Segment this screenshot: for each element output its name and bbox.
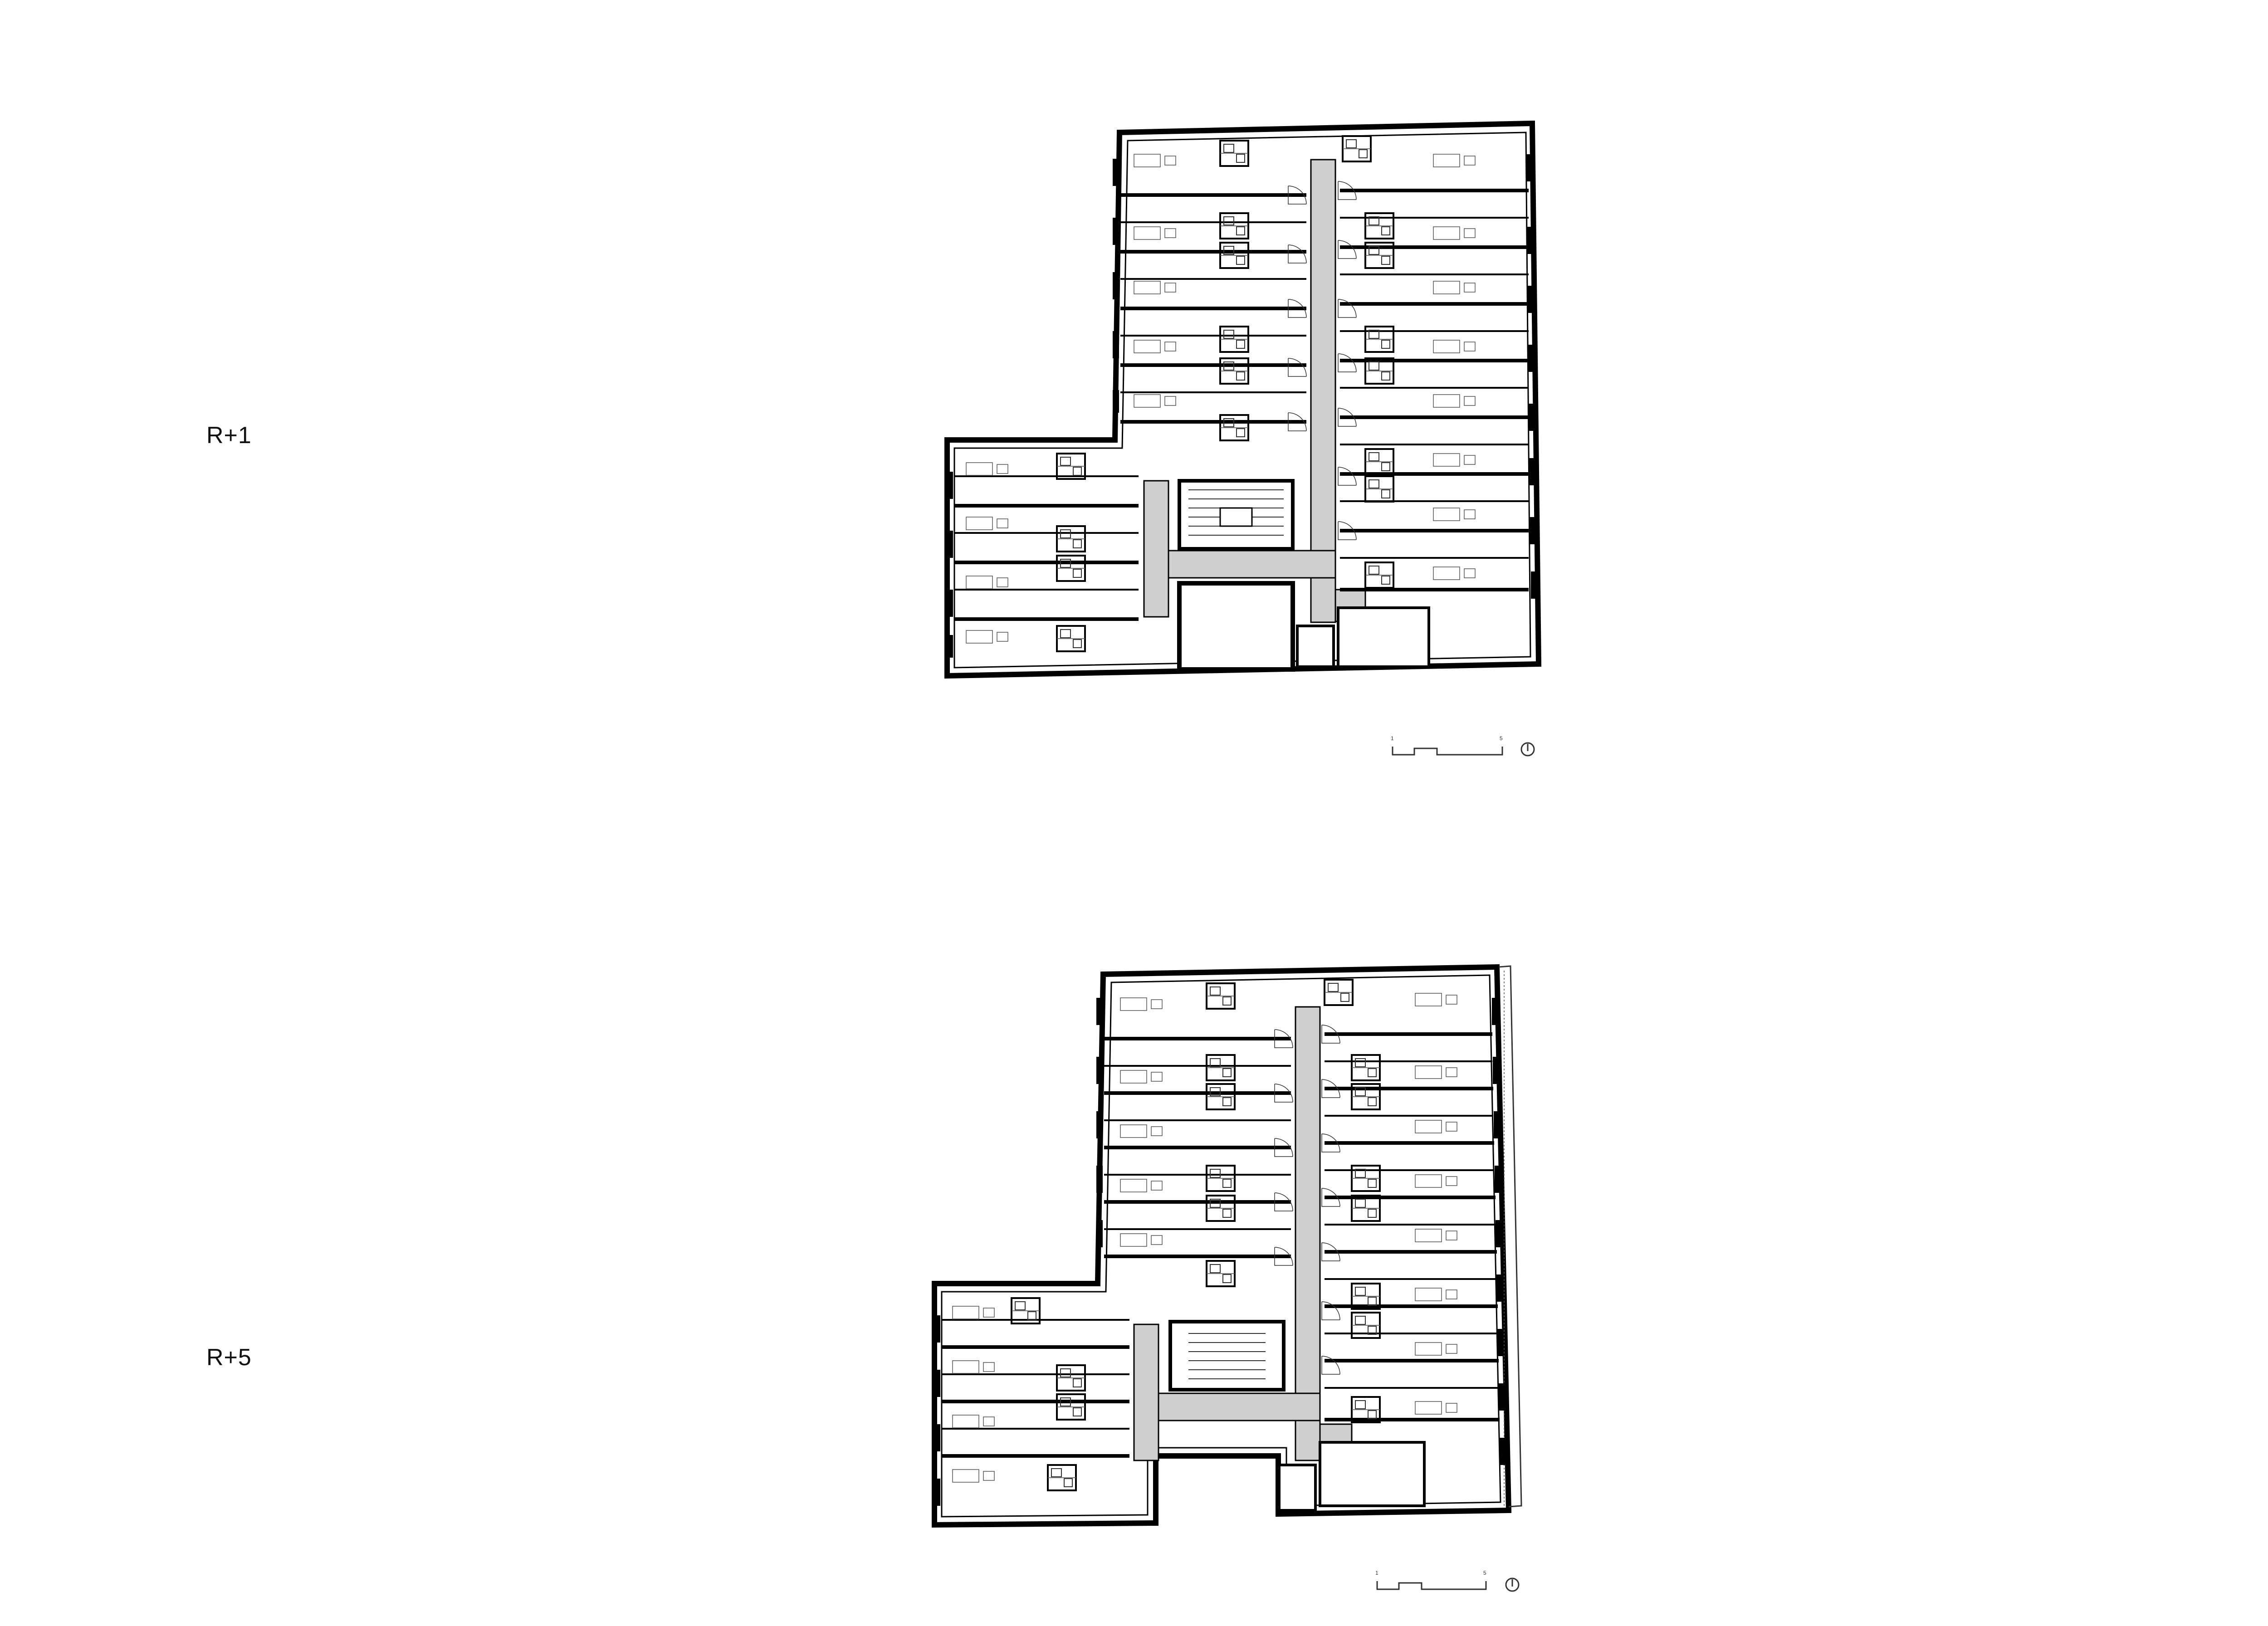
- scale-bar-icon-r5: [1376, 1581, 1487, 1590]
- corridor-vertical-r1: [1310, 159, 1336, 623]
- scale-bar-r1: 1 5: [1391, 735, 1535, 757]
- corridor-horizontal-r1: [1143, 550, 1336, 579]
- scale-bar-r5: 1 5: [1375, 1570, 1520, 1592]
- scale-tick-end: 5: [1500, 735, 1503, 742]
- north-arrow-icon-r5: [1505, 1577, 1520, 1592]
- scale-tick-start: 1: [1391, 735, 1394, 742]
- north-arrow-icon: [1520, 742, 1535, 757]
- corridor-vertical-r5: [1295, 1006, 1321, 1461]
- plan-r5: [932, 964, 1522, 1528]
- corridor-horizontal-r5: [1133, 1392, 1321, 1421]
- scale-tick-start-r5: 1: [1375, 1570, 1378, 1576]
- floor-label-r1: R+1: [206, 422, 252, 449]
- floor-label-r5: R+5: [206, 1344, 252, 1371]
- plan-r1: [944, 120, 1542, 679]
- outer-wall-r1: [944, 120, 1542, 679]
- stair-icon: [1178, 479, 1295, 551]
- scale-bar-icon: [1392, 747, 1503, 756]
- stair-icon-r5: [1168, 1320, 1286, 1392]
- scale-tick-end-r5: 5: [1483, 1570, 1486, 1576]
